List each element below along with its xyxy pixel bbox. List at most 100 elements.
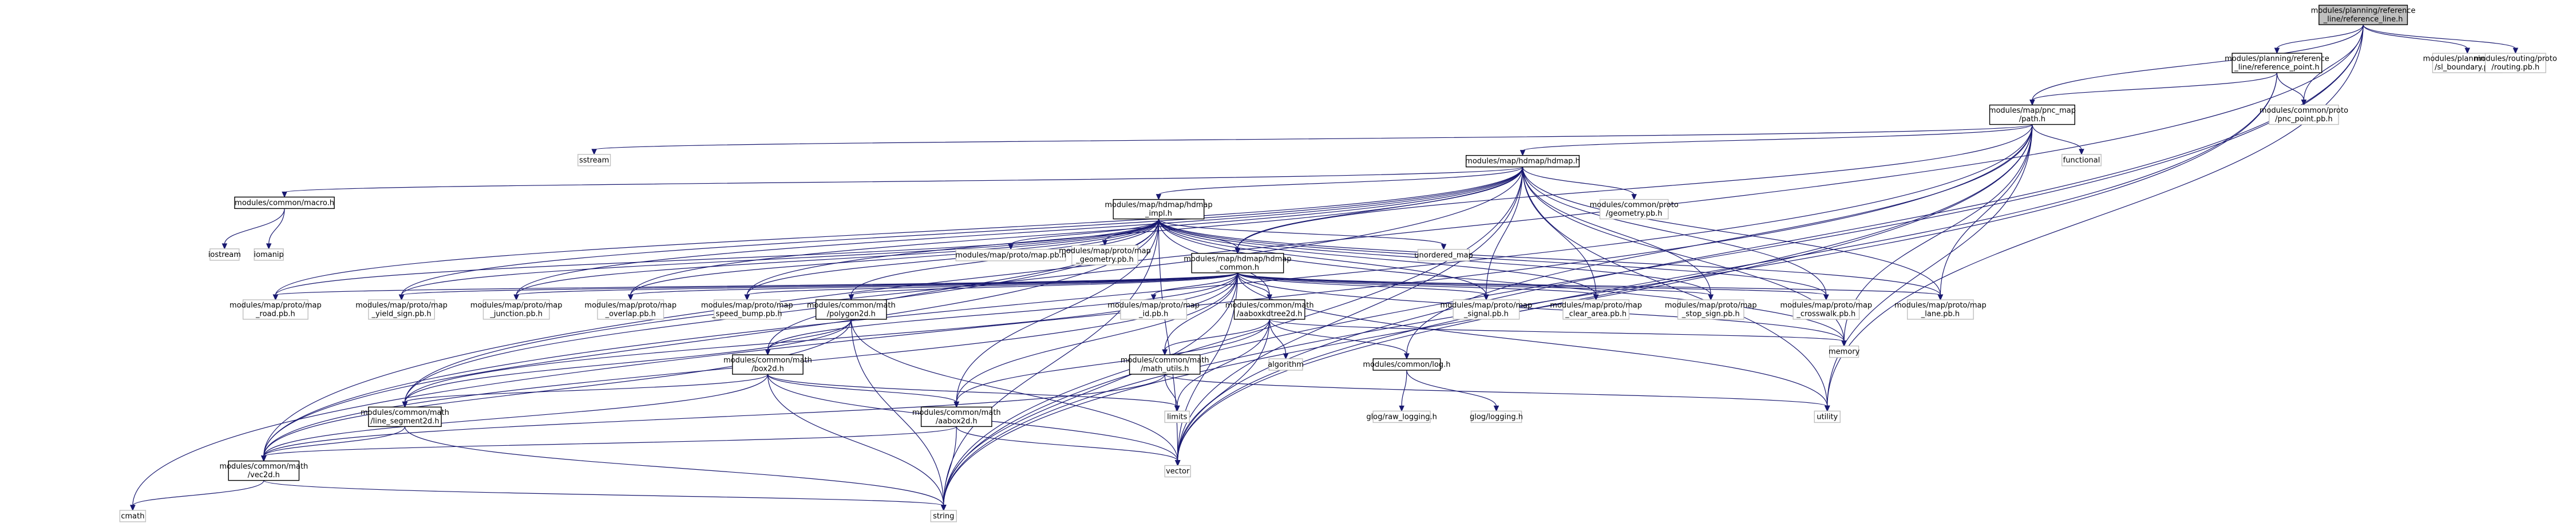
edge-line	[263, 426, 957, 457]
edge-root-to-string	[940, 25, 2364, 512]
node-label-line: modules/planning/reference	[2311, 7, 2416, 15]
node-map_geometry_pb: modules/map/proto/map_geometry.pb.h	[1059, 245, 1151, 266]
node-label-line: modules/map/hdmap/hdmap	[1105, 201, 1212, 209]
edge-aaboxkdtree2d-to-memory	[1269, 319, 1847, 347]
node-label-line: memory	[1829, 348, 1860, 356]
node-box	[1562, 299, 1630, 320]
edge-line	[1522, 124, 2033, 152]
node-map_clear_area_pb: modules/map/proto/map_clear_area.pb.h	[1550, 299, 1642, 320]
edge-arrowhead	[1483, 294, 1489, 301]
edge-line	[1177, 73, 2278, 461]
node-polygon2d[interactable]: modules/common/math/polygon2d.h	[807, 299, 896, 320]
node-box2d[interactable]: modules/common/math/box2d.h	[723, 354, 812, 375]
edge-line	[284, 167, 1524, 193]
node-box	[1989, 104, 2075, 125]
node-box	[119, 510, 147, 522]
node-label-line: /path.h	[2019, 115, 2045, 124]
edge-hdmap_common-to-line_segment2d	[402, 272, 1238, 408]
edge-line	[767, 374, 1178, 407]
edge-log_h-to-glog_logging	[1406, 370, 1499, 412]
node-log_h[interactable]: modules/common/log.h	[1363, 358, 1450, 371]
node-label-line: glog/raw_logging.h	[1366, 413, 1437, 421]
node-box	[1417, 249, 1470, 261]
edge-line	[850, 319, 944, 506]
edge-ref_point-to-vector	[1174, 73, 2278, 466]
node-label-line: modules/map/hdmap/hdmap	[1184, 255, 1291, 263]
edge-arrowhead	[1520, 150, 1526, 156]
edge-line	[1237, 272, 1941, 296]
node-label-line: vector	[1166, 467, 1190, 476]
edge-hdmap_impl-to-vector	[1158, 219, 1181, 466]
edge-arrowhead	[1823, 294, 1829, 301]
node-vec2d[interactable]: modules/common/math/vec2d.h	[219, 460, 308, 481]
node-iostream: iostream	[208, 248, 241, 261]
edge-line	[746, 219, 1160, 295]
edge-line	[1237, 124, 2033, 249]
node-label-line: modules/planning/reference	[2225, 55, 2329, 64]
edge-aaboxkdtree2d-to-math_utils	[1162, 319, 1270, 356]
node-label-line: /line_segment2d.h	[370, 417, 439, 426]
edge-line	[1522, 167, 1635, 195]
node-box	[2484, 53, 2546, 73]
node-memory: memory	[1829, 345, 1860, 358]
edge-line	[767, 374, 944, 506]
node-ref_point[interactable]: modules/planning/reference_line/referenc…	[2225, 53, 2329, 73]
node-box	[1372, 410, 1431, 423]
edge-line_segment2d-to-string	[404, 426, 947, 512]
node-label-line: _lane.pb.h	[1921, 310, 1960, 318]
edge-line	[263, 124, 2033, 457]
edge-line	[1401, 370, 1407, 407]
edge-line	[943, 167, 1524, 506]
node-label-line: modules/common/math	[361, 409, 449, 417]
node-line_segment2d[interactable]: modules/common/math/line_segment2d.h	[361, 406, 449, 427]
edge-line	[593, 124, 2033, 150]
node-label-line: /box2d.h	[751, 365, 784, 374]
edge-line	[1177, 319, 1270, 407]
node-map_lane_pb: modules/map/proto/map_lane.pb.h	[1894, 299, 1987, 320]
node-math_utils[interactable]: modules/common/math/math_utils.h	[1121, 354, 1209, 375]
node-map_overlap_pb: modules/map/proto/map_overlap.pb.h	[584, 299, 676, 320]
edge-hdmap_h-to-map_junction_pb	[513, 167, 1524, 301]
edge-line	[263, 374, 769, 457]
node-label-line: _geometry.pb.h	[1075, 255, 1134, 264]
edge-arrowhead	[221, 243, 228, 250]
edge-hdmap_h-to-map_crosswalk_pb	[1522, 167, 1829, 301]
node-aaboxkdtree2d[interactable]: modules/common/math/aaboxkdtree2d.h	[1225, 299, 1314, 320]
node-box	[1906, 299, 1974, 320]
edge-line	[132, 480, 264, 506]
edge-arrowhead	[266, 243, 272, 250]
edge-line	[1177, 167, 1524, 461]
edge-hdmap_common-to-map_stop_sign_pb	[1237, 272, 1714, 301]
node-box	[1268, 358, 1303, 371]
node-hdmap_impl[interactable]: modules/map/hdmap/hdmap_impl.h	[1105, 199, 1213, 220]
node-aabox2d[interactable]: modules/common/math/aabox2d.h	[912, 406, 1001, 427]
node-pnc_map[interactable]: modules/map/pnc_map/path.h	[1989, 104, 2076, 125]
edge-line	[1237, 272, 1487, 296]
node-label-line: /math_utils.h	[1141, 365, 1189, 374]
edge-arrowhead	[1283, 353, 1289, 360]
edge-arrowhead	[402, 401, 408, 408]
edge-line	[275, 219, 1160, 296]
node-box	[1164, 465, 1191, 478]
edge-arrowhead	[2301, 100, 2307, 106]
node-label-line: _overlap.pb.h	[605, 310, 656, 318]
node-label-line: _common.h	[1216, 263, 1260, 272]
node-label-line: modules/common/math	[723, 356, 812, 365]
edge-line	[2363, 24, 2516, 49]
node-macro_h[interactable]: modules/common/macro.h	[234, 196, 335, 209]
edge-line	[1158, 219, 1238, 249]
edge-arrowhead	[848, 294, 854, 301]
node-box	[713, 299, 781, 320]
node-hdmap_h[interactable]: modules/map/hdmap/hdmap.h	[1465, 154, 1580, 168]
node-hdmap_common[interactable]: modules/map/hdmap/hdmap_common.h	[1184, 253, 1292, 274]
edge-box2d-to-aabox2d	[767, 374, 960, 408]
edge-line	[1237, 272, 1711, 296]
edge-line	[404, 374, 769, 403]
node-functional: functional	[2061, 154, 2102, 167]
node-label-line: _impl.h	[1145, 209, 1172, 218]
edge-arrowhead	[398, 294, 405, 301]
edge-line	[1237, 167, 1524, 249]
node-label-line: _yield_sign.pb.h	[371, 310, 432, 318]
node-label-line: _line/reference_point.h	[2234, 64, 2319, 72]
